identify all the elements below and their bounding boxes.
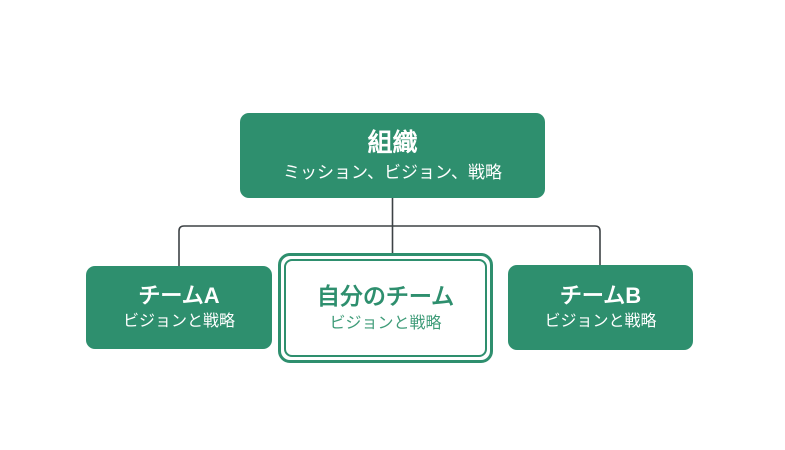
node-organization-subtitle: ミッション、ビジョン、戦略	[283, 162, 502, 182]
node-organization-title: 組織	[367, 128, 418, 157]
node-organization: 組織 ミッション、ビジョン、戦略	[240, 113, 545, 198]
node-my-team-inner-border: 自分のチーム ビジョンと戦略	[284, 259, 487, 357]
node-my-team-subtitle: ビジョンと戦略	[329, 315, 442, 333]
node-my-team: 自分のチーム ビジョンと戦略	[278, 253, 493, 363]
connector-branch-to-teams	[178, 225, 601, 266]
node-team-a-title: チームA	[138, 283, 220, 309]
node-team-b: チームB ビジョンと戦略	[508, 265, 693, 350]
node-team-b-title: チームB	[559, 283, 642, 309]
node-team-a-subtitle: ビジョンと戦略	[122, 313, 235, 331]
node-team-a: チームA ビジョンと戦略	[86, 266, 272, 349]
node-team-b-subtitle: ビジョンと戦略	[544, 313, 657, 331]
node-my-team-title: 自分のチーム	[316, 282, 455, 309]
